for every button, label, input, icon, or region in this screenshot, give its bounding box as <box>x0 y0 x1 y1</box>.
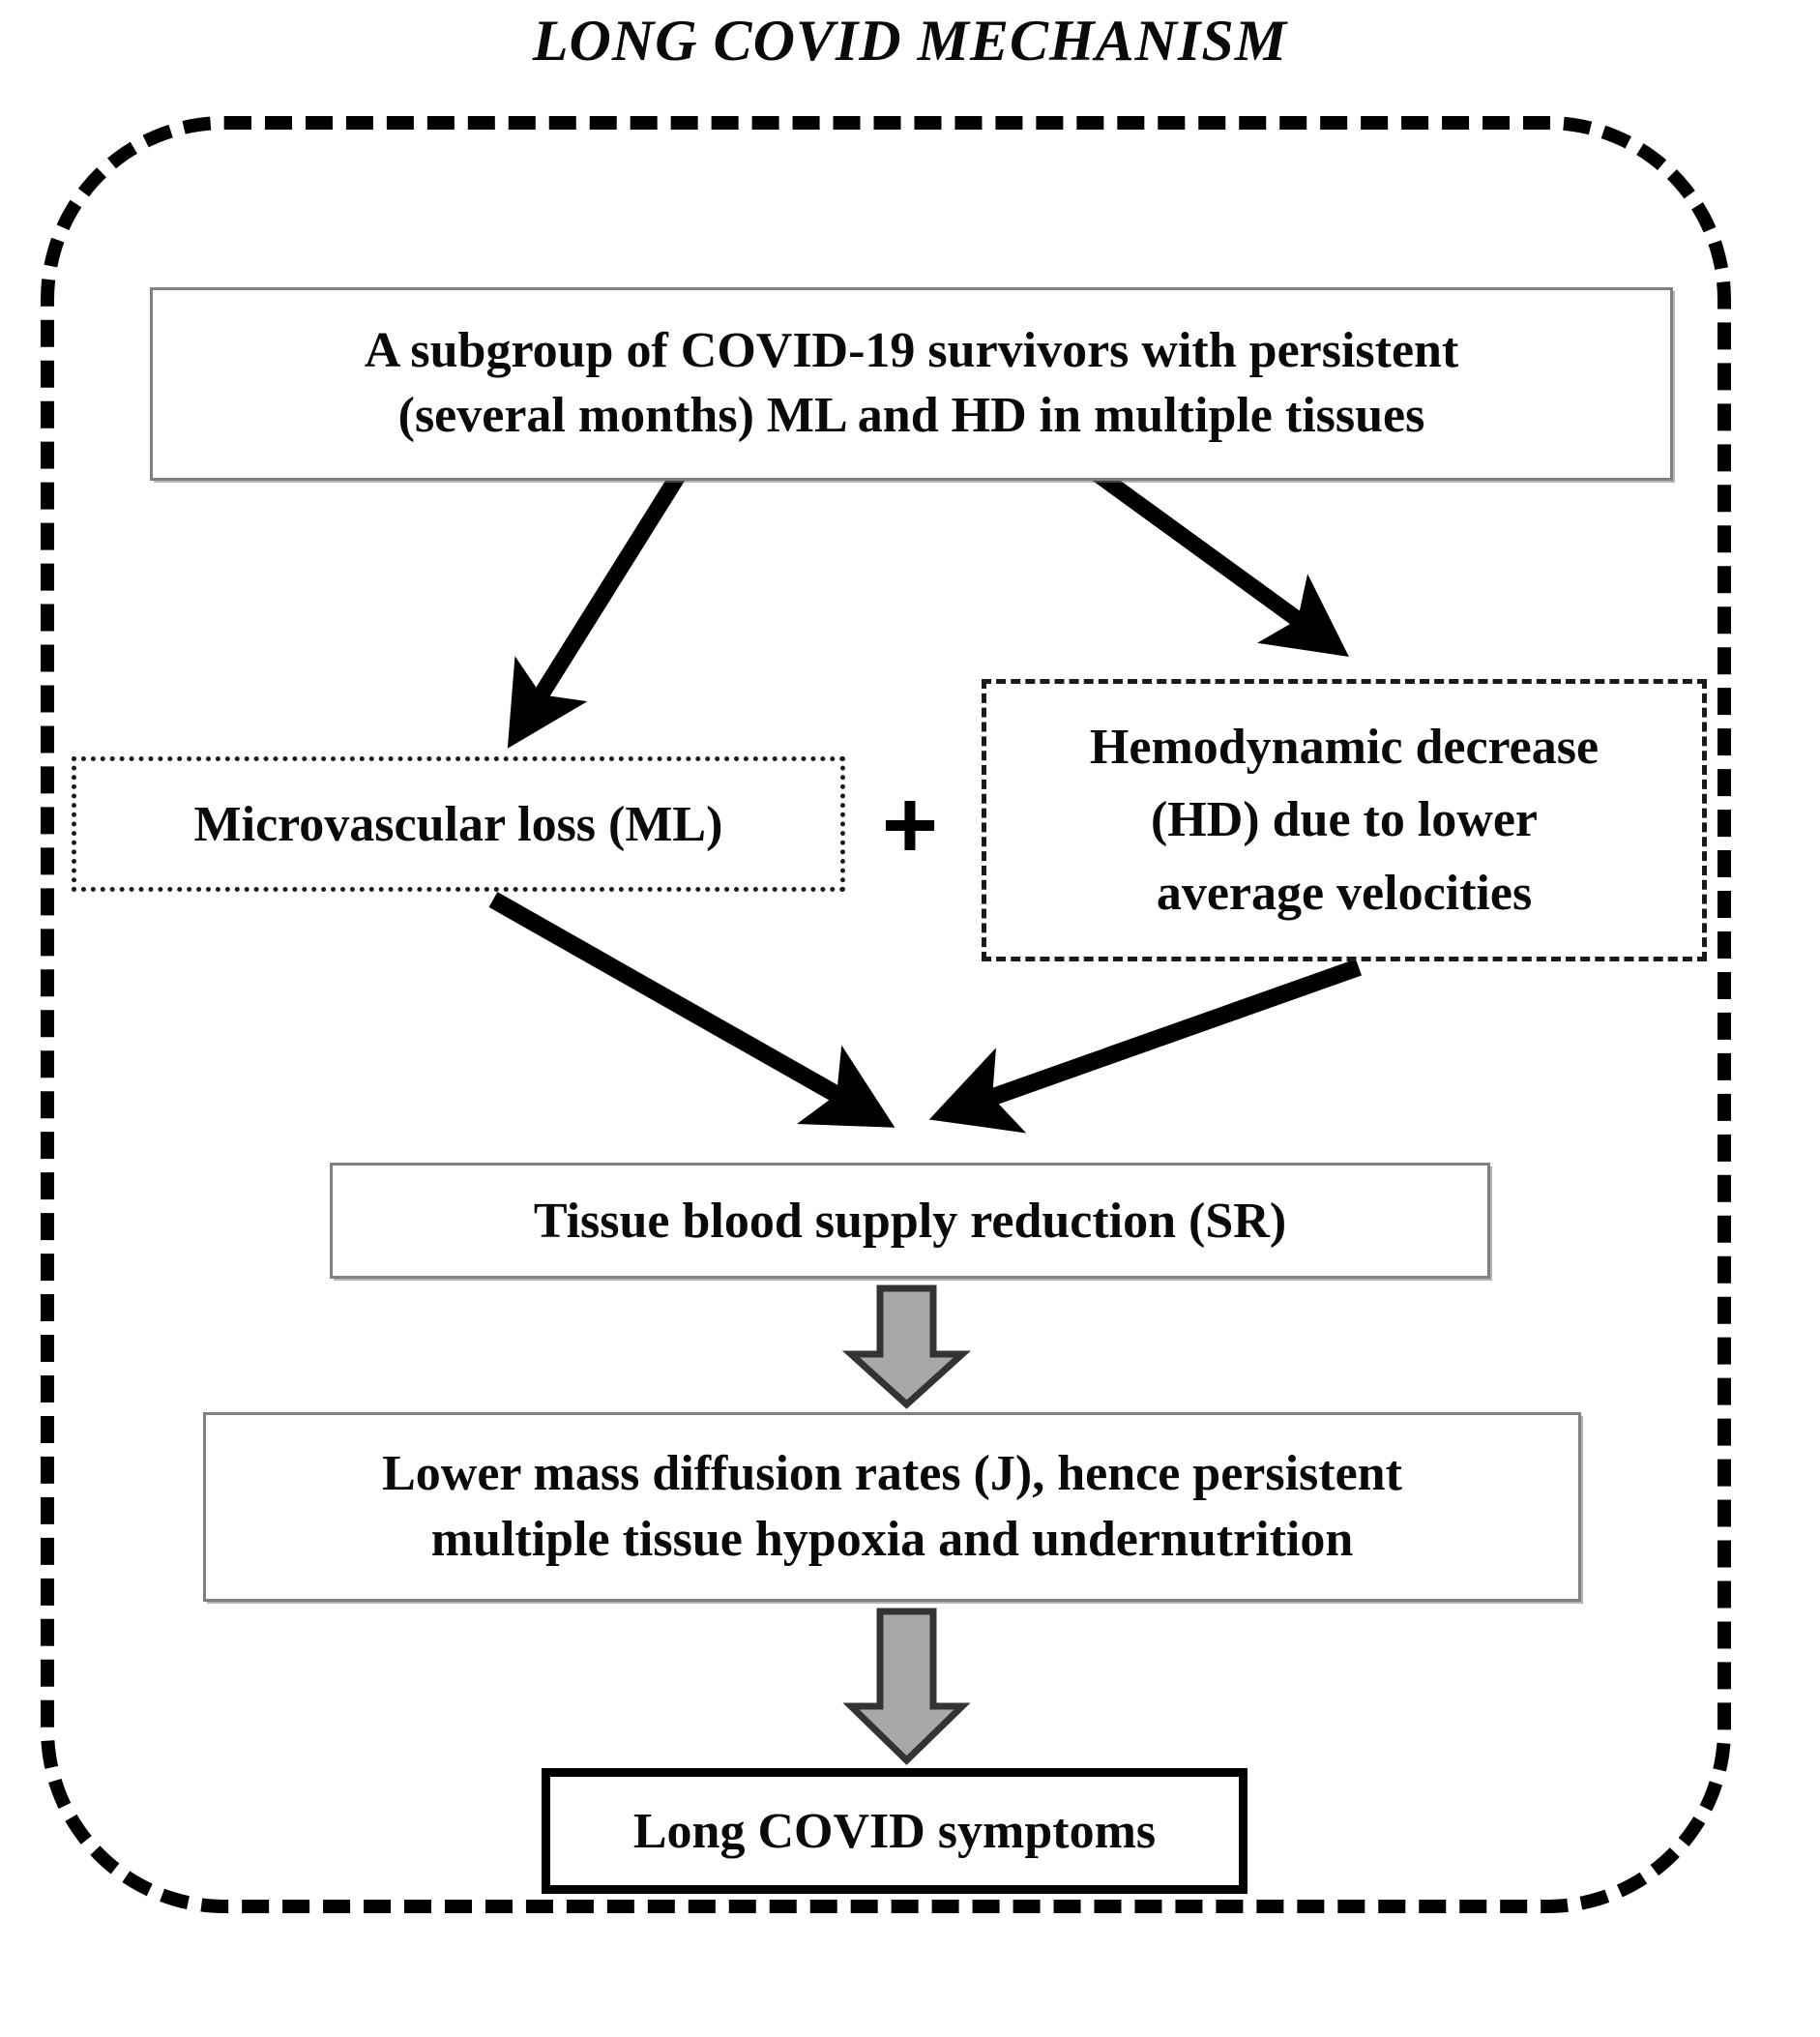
node-tissue-blood-supply-reduction-label: Tissue blood supply reduction (SR) <box>533 1193 1287 1249</box>
plus-operator-icon: + <box>881 771 939 879</box>
node-hemodynamic-decrease-line2: (HD) due to lower <box>1150 792 1539 848</box>
node-lower-mass-diffusion-rates-line1: Lower mass diffusion rates (J), hence pe… <box>382 1446 1402 1502</box>
node-long-covid-symptoms-label: Long COVID symptoms <box>632 1803 1157 1859</box>
node-lower-mass-diffusion-rates-line2: multiple tissue hypoxia and undernutriti… <box>430 1512 1354 1567</box>
node-hemodynamic-decrease: Hemodynamic decrease (HD) due to lower a… <box>982 679 1707 961</box>
long-covid-mechanism-frame <box>41 116 1731 1913</box>
page-title: LONG COVID MECHANISM <box>532 9 1288 73</box>
node-hemodynamic-decrease-line1: Hemodynamic decrease <box>1089 719 1600 775</box>
node-hemodynamic-decrease-line3: average velocities <box>1156 865 1533 921</box>
node-microvascular-loss: Microvascular loss (ML) <box>72 756 845 892</box>
node-subgroup-line1: A subgroup of COVID-19 survivors with pe… <box>364 323 1459 379</box>
node-tissue-blood-supply-reduction: Tissue blood supply reduction (SR) <box>330 1163 1490 1279</box>
node-long-covid-symptoms: Long COVID symptoms <box>542 1768 1248 1894</box>
node-subgroup-line2: (several months) ML and HD in multiple t… <box>397 388 1425 443</box>
node-microvascular-loss-label: Microvascular loss (ML) <box>193 796 723 852</box>
node-subgroup-covid-survivors: A subgroup of COVID-19 survivors with pe… <box>150 287 1673 481</box>
node-lower-mass-diffusion-rates: Lower mass diffusion rates (J), hence pe… <box>203 1412 1581 1602</box>
